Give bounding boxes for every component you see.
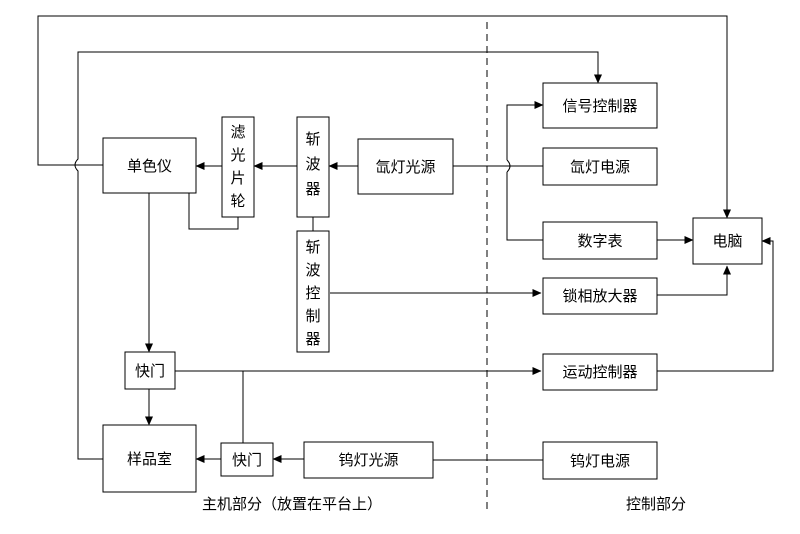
wire-bus-to-meter <box>506 172 543 241</box>
monochromator-label: 单色仪 <box>127 157 172 175</box>
shutter-small-label: 快门 <box>232 451 262 469</box>
chopper-controller-char-5: 器 <box>305 330 320 348</box>
chopper-controller-char-3: 控 <box>305 284 320 302</box>
signal-controller-block: 信号控制器 <box>542 82 658 129</box>
digital-meter-block: 数字表 <box>542 221 658 260</box>
wire-mono-to-computer <box>37 15 731 219</box>
wire-filter-bracket <box>188 193 239 230</box>
wire-motion-to-computer <box>657 237 774 372</box>
xenon-source-label: 氙灯光源 <box>375 158 435 176</box>
shutter-main-label: 快门 <box>135 362 165 380</box>
filter-wheel-char-2: 光 <box>230 146 245 164</box>
wire-bus-to-signal <box>506 101 544 160</box>
computer-label: 电脑 <box>712 232 742 250</box>
tungsten-power-label: 钨灯电源 <box>570 452 630 470</box>
digital-meter-label: 数字表 <box>577 232 622 250</box>
sample-chamber-block: 样品室 <box>102 424 197 493</box>
wire-sample-to-signal <box>74 51 602 460</box>
filter-wheel-block: 滤 光 片 轮 <box>221 116 255 218</box>
lockin-amplifier-label: 锁相放大器 <box>562 287 637 305</box>
motion-controller-block: 运动控制器 <box>542 353 658 391</box>
filter-wheel-char-4: 轮 <box>230 192 245 210</box>
shutter-main-block: 快门 <box>124 351 176 390</box>
wire-lockin-to-computer <box>657 265 731 296</box>
filter-wheel-char-1: 滤 <box>230 123 245 141</box>
chopper-controller-char-4: 制 <box>305 307 320 325</box>
motion-controller-label: 运动控制器 <box>562 363 637 381</box>
computer-block: 电脑 <box>692 217 763 265</box>
chopper-controller-block: 斩 波 控 制 器 <box>296 230 330 353</box>
shutter-small-block: 快门 <box>220 442 274 477</box>
chopper-block: 斩 波 器 <box>296 116 330 218</box>
tungsten-source-label: 钨灯光源 <box>338 451 398 469</box>
xenon-power-label: 氙灯电源 <box>570 158 630 176</box>
chopper-char-3: 器 <box>305 180 320 198</box>
chopper-char-1: 斩 <box>305 130 320 148</box>
chopper-controller-char-2: 波 <box>305 261 320 279</box>
signal-controller-label: 信号控制器 <box>562 97 637 115</box>
wire-bus-hop <box>506 159 511 173</box>
lockin-amplifier-block: 锁相放大器 <box>542 277 658 315</box>
xenon-source-block: 氙灯光源 <box>357 138 454 195</box>
control-section-caption: 控制部分 <box>626 495 686 513</box>
chopper-char-2: 波 <box>305 155 320 173</box>
host-section-caption: 主机部分（放置在平台上） <box>202 495 382 513</box>
tungsten-power-block: 钨灯电源 <box>542 441 658 480</box>
chopper-controller-char-1: 斩 <box>305 238 320 256</box>
sample-chamber-label: 样品室 <box>127 450 172 468</box>
monochromator-block: 单色仪 <box>102 137 197 194</box>
filter-wheel-char-3: 片 <box>230 169 245 187</box>
tungsten-source-block: 钨灯光源 <box>303 441 434 479</box>
xenon-power-block: 氙灯电源 <box>542 147 658 186</box>
